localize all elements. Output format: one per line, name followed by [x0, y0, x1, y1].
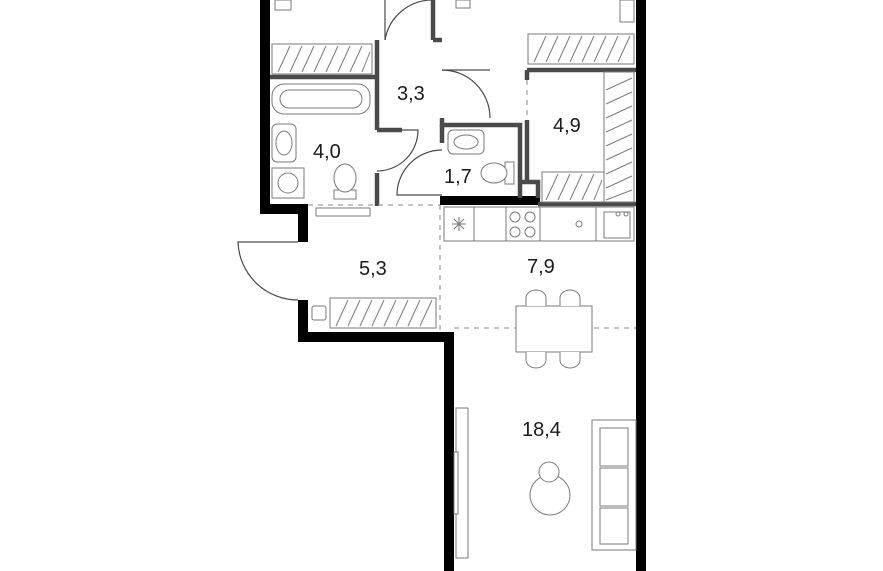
top-left-fixture: [274, 0, 292, 11]
top-right-fixture: [619, 0, 635, 23]
door-arc-top: [384, 0, 433, 41]
outer-wall-step-down: [298, 204, 308, 242]
area-label-wardrobe: 4,9: [553, 115, 581, 137]
fridge-handle-a: [615, 211, 621, 217]
toilet-bowl: [333, 163, 357, 193]
hall-pouf: [311, 305, 327, 321]
living-furniture: [453, 407, 637, 559]
door-arc-bathroom: [376, 129, 419, 172]
outer-wall-wc-bottom: [440, 196, 540, 205]
kitchen-tap: [575, 220, 583, 228]
doors: [237, 0, 491, 301]
area-label-bathroom: 4,0: [313, 141, 341, 163]
outer-wall-right: [636, 0, 646, 571]
tv-screen: [453, 451, 459, 515]
kitchen-counter: [443, 206, 635, 242]
sofa-cushion-2: [599, 467, 629, 507]
fan-icon: [452, 217, 466, 231]
wc-fixtures: [447, 129, 515, 185]
outer-wall-step: [260, 204, 308, 214]
area-label-wc: 1,7: [444, 166, 472, 188]
wc-sink-basin: [453, 134, 479, 150]
bathroom-fixtures: [271, 83, 371, 200]
top-center-fixture: [455, 0, 471, 9]
chair-bottom-left: [525, 352, 547, 369]
door-arc-corridor: [441, 69, 491, 119]
cooktop: [509, 211, 536, 238]
dining-table: [515, 305, 593, 353]
outer-wall-bottom-hall: [298, 332, 454, 342]
dining-set: [515, 289, 593, 369]
sofa-cushion-3: [599, 507, 629, 545]
storage-hatching: [271, 0, 635, 329]
chair-top-right: [559, 289, 581, 306]
fridge-handle-b: [623, 211, 629, 217]
outer-walls: [260, 0, 646, 571]
area-label-hall: 5,3: [359, 258, 387, 280]
wardrobe-top-left: [271, 43, 373, 75]
door-arc-wc: [396, 149, 443, 196]
partitions: [270, 0, 636, 207]
kitchen-fixtures: [443, 206, 635, 242]
armchair: [538, 461, 560, 483]
washing-machine-drum: [277, 172, 299, 194]
outer-wall-living-left: [444, 332, 454, 571]
area-label-corridor-upper: 3,3: [397, 83, 425, 105]
hall-shelf: [315, 207, 371, 217]
area-labels: 3,3 4,0 4,9 1,7 5,3 7,9 18,4: [313, 83, 581, 441]
wc-toilet-bowl: [480, 162, 508, 184]
area-label-kitchen: 7,9: [527, 256, 555, 278]
bathtub-inner: [279, 89, 363, 109]
sofa-cushion-1: [599, 427, 629, 467]
area-label-living-room: 18,4: [522, 419, 561, 441]
chair-top-left: [525, 289, 547, 306]
door-arc-entrance: [237, 241, 299, 301]
outer-wall-left-upper: [260, 0, 270, 212]
outer-wall-left-lower: [298, 300, 308, 342]
chair-bottom-right: [559, 352, 581, 369]
sink-basin: [275, 130, 293, 156]
